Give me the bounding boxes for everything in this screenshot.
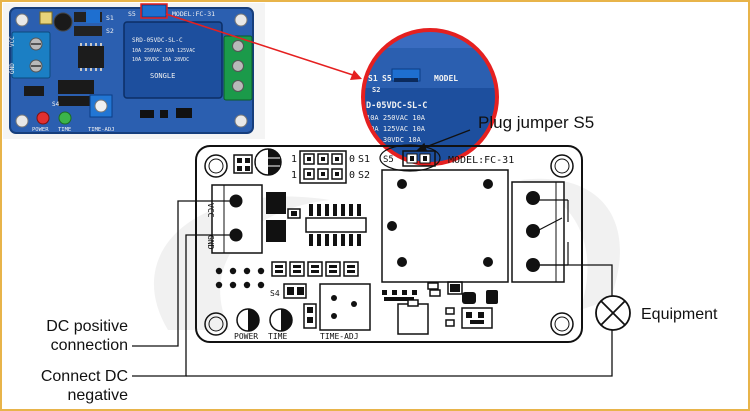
board-input-terminal [211,184,263,254]
photo-model: MODEL:FC-31 [172,10,215,18]
callout-arrow [140,3,362,80]
zoom-s5: S5 [382,74,392,83]
board-one-bot: 1 [291,170,297,181]
photo-relay-line-1: SRD-05VDC-SL-C [132,37,183,44]
watermark [153,178,620,330]
board-dot-grid [215,267,265,289]
board-one-top: 1 [291,154,297,165]
photo-time: TIME [58,127,71,133]
board-output-terminal [511,181,569,283]
zoom-relay-line-3: 10A 125VAC 10A [366,125,426,133]
board-s5: S5 [383,155,394,165]
board-jumper-header [299,150,347,184]
photo-relay-line-4: SONGLE [150,72,175,80]
photo-relay-line-3: 10A 30VDC 10A 28VDC [132,57,189,63]
board-s2: S2 [358,170,370,181]
board-gnd: GND [206,235,215,250]
board-s5-jumper [379,144,441,172]
board-smd-cluster [382,281,498,335]
photo-s2: S2 [106,27,114,35]
zoom-s2: S2 [372,86,380,94]
board-s4: S4 [270,289,280,298]
lamp-icon [595,295,631,331]
label-dc-positive-2: connection [51,337,128,354]
label-plug-jumper: Plug jumper S5 [478,113,594,132]
board-zero-top: 0 [349,154,355,165]
board-smd-row [271,261,359,277]
board-outline [195,145,583,343]
board-potentiometer [319,283,371,331]
zoom-relay-line-4: 10A 30VDC 10A [366,136,422,144]
photo-time-adj: TIME-ADJ [88,127,115,133]
board-capacitor [254,148,282,176]
board-vcc: VCC [206,203,215,218]
label-equipment: Equipment [641,306,718,323]
board-time: TIME [268,332,287,341]
board-model: MODEL:FC-31 [448,155,514,166]
board-s1: S1 [358,154,370,165]
board-ic [305,204,367,246]
board-leds [236,308,293,332]
photo-s1: S1 [106,14,114,22]
module-photo: VCC GND S1 S2 S5 MODEL:FC-31 SRD-05VDC-S… [3,3,265,139]
zoom-relay-line-1: D-05VDC-SL-C [366,101,427,111]
photo-power: POWER [32,127,49,133]
board-s4-header [283,283,317,329]
zoom-model: MODEL [434,74,458,83]
board-zero-bot: 0 [349,170,355,181]
photo-gnd: GND [9,63,16,74]
wiring [132,129,613,377]
photo-s4: S4 [52,101,60,108]
board-components-col [266,192,301,242]
label-dc-positive-1: DC positive [46,318,128,335]
board-power: POWER [234,332,258,341]
photo-relay-line-2: 10A 250VAC 10A 125VAC [132,48,195,54]
label-dc-negative-1: Connect DC [41,368,128,385]
board-small-component [233,154,253,174]
zoom-relay-line-2: 10A 250VAC 10A [366,114,426,122]
photo-vcc: VCC [9,36,16,47]
photo-s5: S5 [128,10,136,18]
board-relay [381,169,509,283]
board-time-adj: TIME-ADJ [320,332,359,341]
zoom-s1: S1 [368,74,378,83]
label-dc-negative-2: negative [68,387,129,404]
